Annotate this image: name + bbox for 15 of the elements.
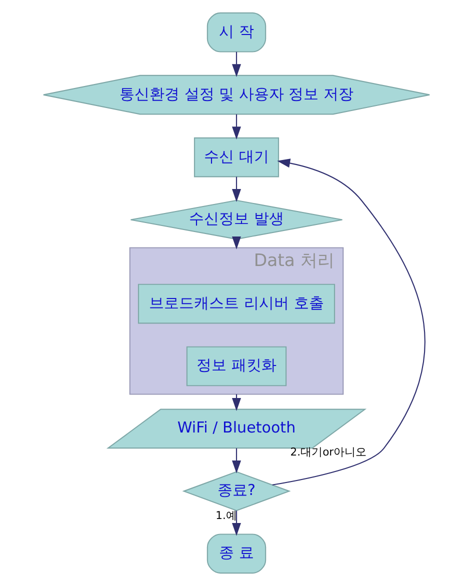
node-box: 수신 대기	[193, 137, 279, 178]
node-box: 시 작	[206, 12, 266, 52]
arrow	[231, 394, 241, 411]
arrow	[231, 176, 241, 202]
arrow	[231, 114, 241, 140]
arrow	[231, 448, 241, 474]
node-box: 정보 패킷화	[186, 346, 286, 386]
edge-label: 1.예	[215, 509, 236, 522]
arrow	[231, 236, 241, 250]
node-box: 브로드캐스트 리시버 호출	[137, 284, 335, 324]
arrow	[231, 52, 241, 78]
arrow	[272, 158, 425, 486]
node-diamond: 종료?	[182, 471, 290, 512]
node-box: 종 료	[206, 534, 266, 574]
arrow	[231, 510, 241, 536]
